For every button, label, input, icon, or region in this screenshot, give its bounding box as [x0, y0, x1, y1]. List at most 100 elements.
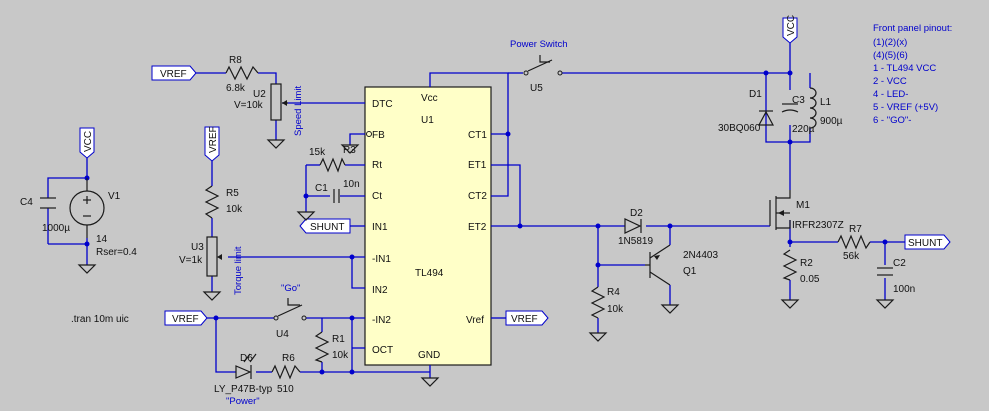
svg-text:C3: C3 — [792, 95, 805, 106]
resistor-r3[interactable]: R3 15k — [309, 145, 356, 173]
resistor-r5[interactable]: R5 10k — [204, 185, 243, 219]
svg-text:R5: R5 — [226, 188, 239, 199]
svg-text:D6: D6 — [240, 353, 253, 364]
svg-text:V=1k: V=1k — [179, 255, 203, 266]
ic-name: U1 — [421, 115, 434, 126]
pin-vcc: Vcc — [421, 93, 438, 104]
svg-text:R8: R8 — [229, 55, 242, 66]
potentiometer-u3[interactable]: U3 V=1k Torque limit — [179, 236, 244, 295]
svg-text:VCC: VCC — [786, 15, 797, 36]
ground-symbols — [77, 139, 895, 387]
svg-text:6.8k: 6.8k — [226, 83, 246, 94]
net-label-shunt-in1[interactable]: SHUNT — [299, 218, 351, 234]
front-panel-line: (1)(2)(x) — [873, 37, 907, 48]
svg-text:V1: V1 — [108, 191, 121, 202]
svg-text:10k: 10k — [607, 304, 624, 315]
resistor-r2[interactable]: R2 0.05 — [782, 249, 820, 285]
transistor-q1[interactable]: 2N4403 Q1 — [645, 244, 718, 286]
svg-text:15k: 15k — [309, 147, 326, 158]
svg-text:VREF: VREF — [160, 69, 187, 80]
net-label-vref-top[interactable]: VREF — [151, 65, 197, 81]
front-panel-line: (4)(5)(6) — [873, 50, 908, 61]
front-panel-line: 2 - VCC — [873, 76, 907, 87]
svg-text:L1: L1 — [820, 97, 832, 108]
net-label-vref-r5[interactable]: VREF — [204, 126, 220, 162]
svg-text:510: 510 — [277, 384, 294, 395]
tran-directive: .tran 10m uic — [71, 314, 129, 325]
svg-text:2N4403: 2N4403 — [683, 250, 718, 261]
svg-text:C4: C4 — [20, 197, 33, 208]
net-label-vcc-top[interactable]: VCC — [782, 15, 798, 44]
svg-text:LY_P47B-typ: LY_P47B-typ — [214, 384, 273, 395]
pin-gnd: GND — [418, 350, 440, 361]
ic-part: TL494 — [415, 268, 444, 279]
front-panel-line: 1 - TL494 VCC — [873, 63, 936, 74]
fb-inversion-bubble — [366, 131, 372, 137]
potentiometer-u2[interactable]: U2 V=10k Speed Limit — [234, 83, 304, 136]
svg-text:1000µ: 1000µ — [42, 223, 70, 234]
net-label-vcc-left[interactable]: VCC — [79, 127, 95, 159]
svg-text:10k: 10k — [332, 350, 349, 361]
capacitor-c3[interactable]: C3 220µ — [781, 95, 815, 135]
pin-rt: Rt — [372, 160, 382, 171]
pin-oct: OCT — [372, 345, 393, 356]
resistor-r8[interactable]: R8 6.8k — [225, 55, 259, 94]
resistor-r6[interactable]: R6 510 — [271, 353, 301, 395]
resistor-r7[interactable]: R7 56k — [837, 224, 871, 262]
svg-text:R6: R6 — [282, 353, 295, 364]
net-label-vref-out[interactable]: VREF — [505, 310, 549, 326]
ic-tl494[interactable]: Vcc U1 TL494 GND DTC FB Rt Ct IN1 -IN1 I… — [364, 86, 492, 366]
svg-text:100n: 100n — [893, 284, 915, 295]
front-panel-pinout: Front panel pinout: (1)(2)(x) (4)(5)(6) … — [873, 23, 952, 126]
pin-ct: Ct — [372, 191, 382, 202]
svg-text:U4: U4 — [276, 329, 289, 340]
resistor-r1[interactable]: R1 10k — [314, 331, 349, 363]
pin-et1: ET1 — [468, 160, 487, 171]
speed-limit-label: Speed Limit — [293, 85, 304, 136]
svg-text:D2: D2 — [630, 208, 643, 219]
switch-u5-power[interactable]: Power Switch U5 — [510, 39, 568, 94]
diode-d1[interactable]: D1 30BQ060 — [718, 89, 775, 134]
net-label-vref-go[interactable]: VREF — [164, 310, 208, 326]
power-led-label: "Power" — [226, 396, 260, 407]
capacitor-c4[interactable]: C4 1000µ — [20, 197, 70, 234]
pin-dtc: DTC — [372, 99, 393, 110]
pin-vref: Vref — [466, 315, 484, 326]
svg-text:VREF: VREF — [511, 314, 538, 325]
pin-in1: IN1 — [372, 222, 388, 233]
led-d6[interactable]: D6 LY_P47B-typ "Power" — [214, 353, 273, 407]
svg-text:10n: 10n — [343, 179, 360, 190]
svg-text:VREF: VREF — [208, 126, 219, 153]
svg-text:1N5819: 1N5819 — [618, 236, 653, 247]
pin-et2: ET2 — [468, 222, 487, 233]
pin-minus-in1: -IN1 — [372, 254, 391, 265]
pin-minus-in2: -IN2 — [372, 315, 391, 326]
svg-text:220µ: 220µ — [792, 124, 815, 135]
switch-u4-go[interactable]: "Go" U4 — [273, 283, 307, 340]
front-panel-line: 6 - "GO"- — [873, 115, 911, 126]
front-panel-title: Front panel pinout: — [873, 23, 952, 34]
svg-text:U3: U3 — [191, 242, 204, 253]
capacitor-c1[interactable]: C1 10n — [315, 179, 360, 203]
svg-text:U2: U2 — [253, 89, 266, 100]
resistor-r4[interactable]: R4 10k — [590, 286, 624, 319]
svg-text:14: 14 — [96, 234, 108, 245]
capacitor-c2[interactable]: C2 100n — [877, 258, 915, 295]
svg-text:VREF: VREF — [172, 314, 199, 325]
front-panel-line: 4 - LED- — [873, 89, 908, 100]
net-label-shunt-out[interactable]: SHUNT — [904, 234, 951, 250]
svg-text:30BQ060: 30BQ060 — [718, 123, 761, 134]
svg-text:R2: R2 — [800, 258, 813, 269]
voltage-source-v1[interactable]: V1 14 Rser=0.4 — [69, 178, 137, 258]
svg-text:D1: D1 — [749, 89, 762, 100]
diode-d2[interactable]: D2 1N5819 — [618, 208, 653, 247]
front-panel-line: 5 - VREF (+5V) — [873, 102, 938, 113]
svg-text:56k: 56k — [843, 251, 860, 262]
torque-limit-label: Torque limit — [233, 246, 244, 295]
pin-in2: IN2 — [372, 285, 388, 296]
svg-text:M1: M1 — [796, 200, 810, 211]
inductor-l1[interactable]: L1 900µ — [809, 87, 843, 129]
svg-text:R7: R7 — [849, 224, 862, 235]
mosfet-m1[interactable]: M1 IRFR2307Z — [769, 190, 844, 231]
